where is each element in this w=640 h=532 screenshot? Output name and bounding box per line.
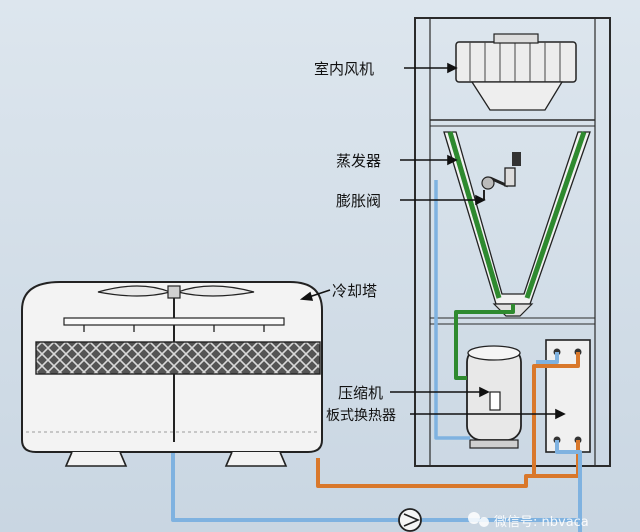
label-compressor: 压缩机	[338, 384, 383, 402]
label-cooling-tower: 冷却塔	[332, 282, 377, 300]
cooling-tower	[21, 281, 323, 467]
label-expansion-valve: 膨胀阀	[336, 192, 381, 210]
tower-fill-media	[35, 341, 321, 375]
label-plate-heat-exchanger: 板式换热器	[326, 407, 396, 424]
label-indoor-fan: 室内风机	[314, 60, 374, 78]
indoor-unit-cabinet	[414, 17, 611, 467]
evaporator-coil	[443, 131, 591, 317]
watermark: 微信号: nbvaca	[468, 512, 589, 530]
leader-arrows	[299, 62, 566, 420]
compressor	[466, 345, 522, 449]
cooling-water-piping	[171, 180, 582, 532]
watermark-text: 微信号: nbvaca	[494, 515, 589, 530]
plate-heat-exchanger	[545, 339, 591, 453]
label-evaporator: 蒸发器	[336, 152, 381, 170]
indoor-fan	[455, 33, 577, 111]
water-pump	[398, 508, 422, 532]
expansion-valve	[481, 152, 521, 200]
refrigerant-piping	[454, 304, 515, 380]
